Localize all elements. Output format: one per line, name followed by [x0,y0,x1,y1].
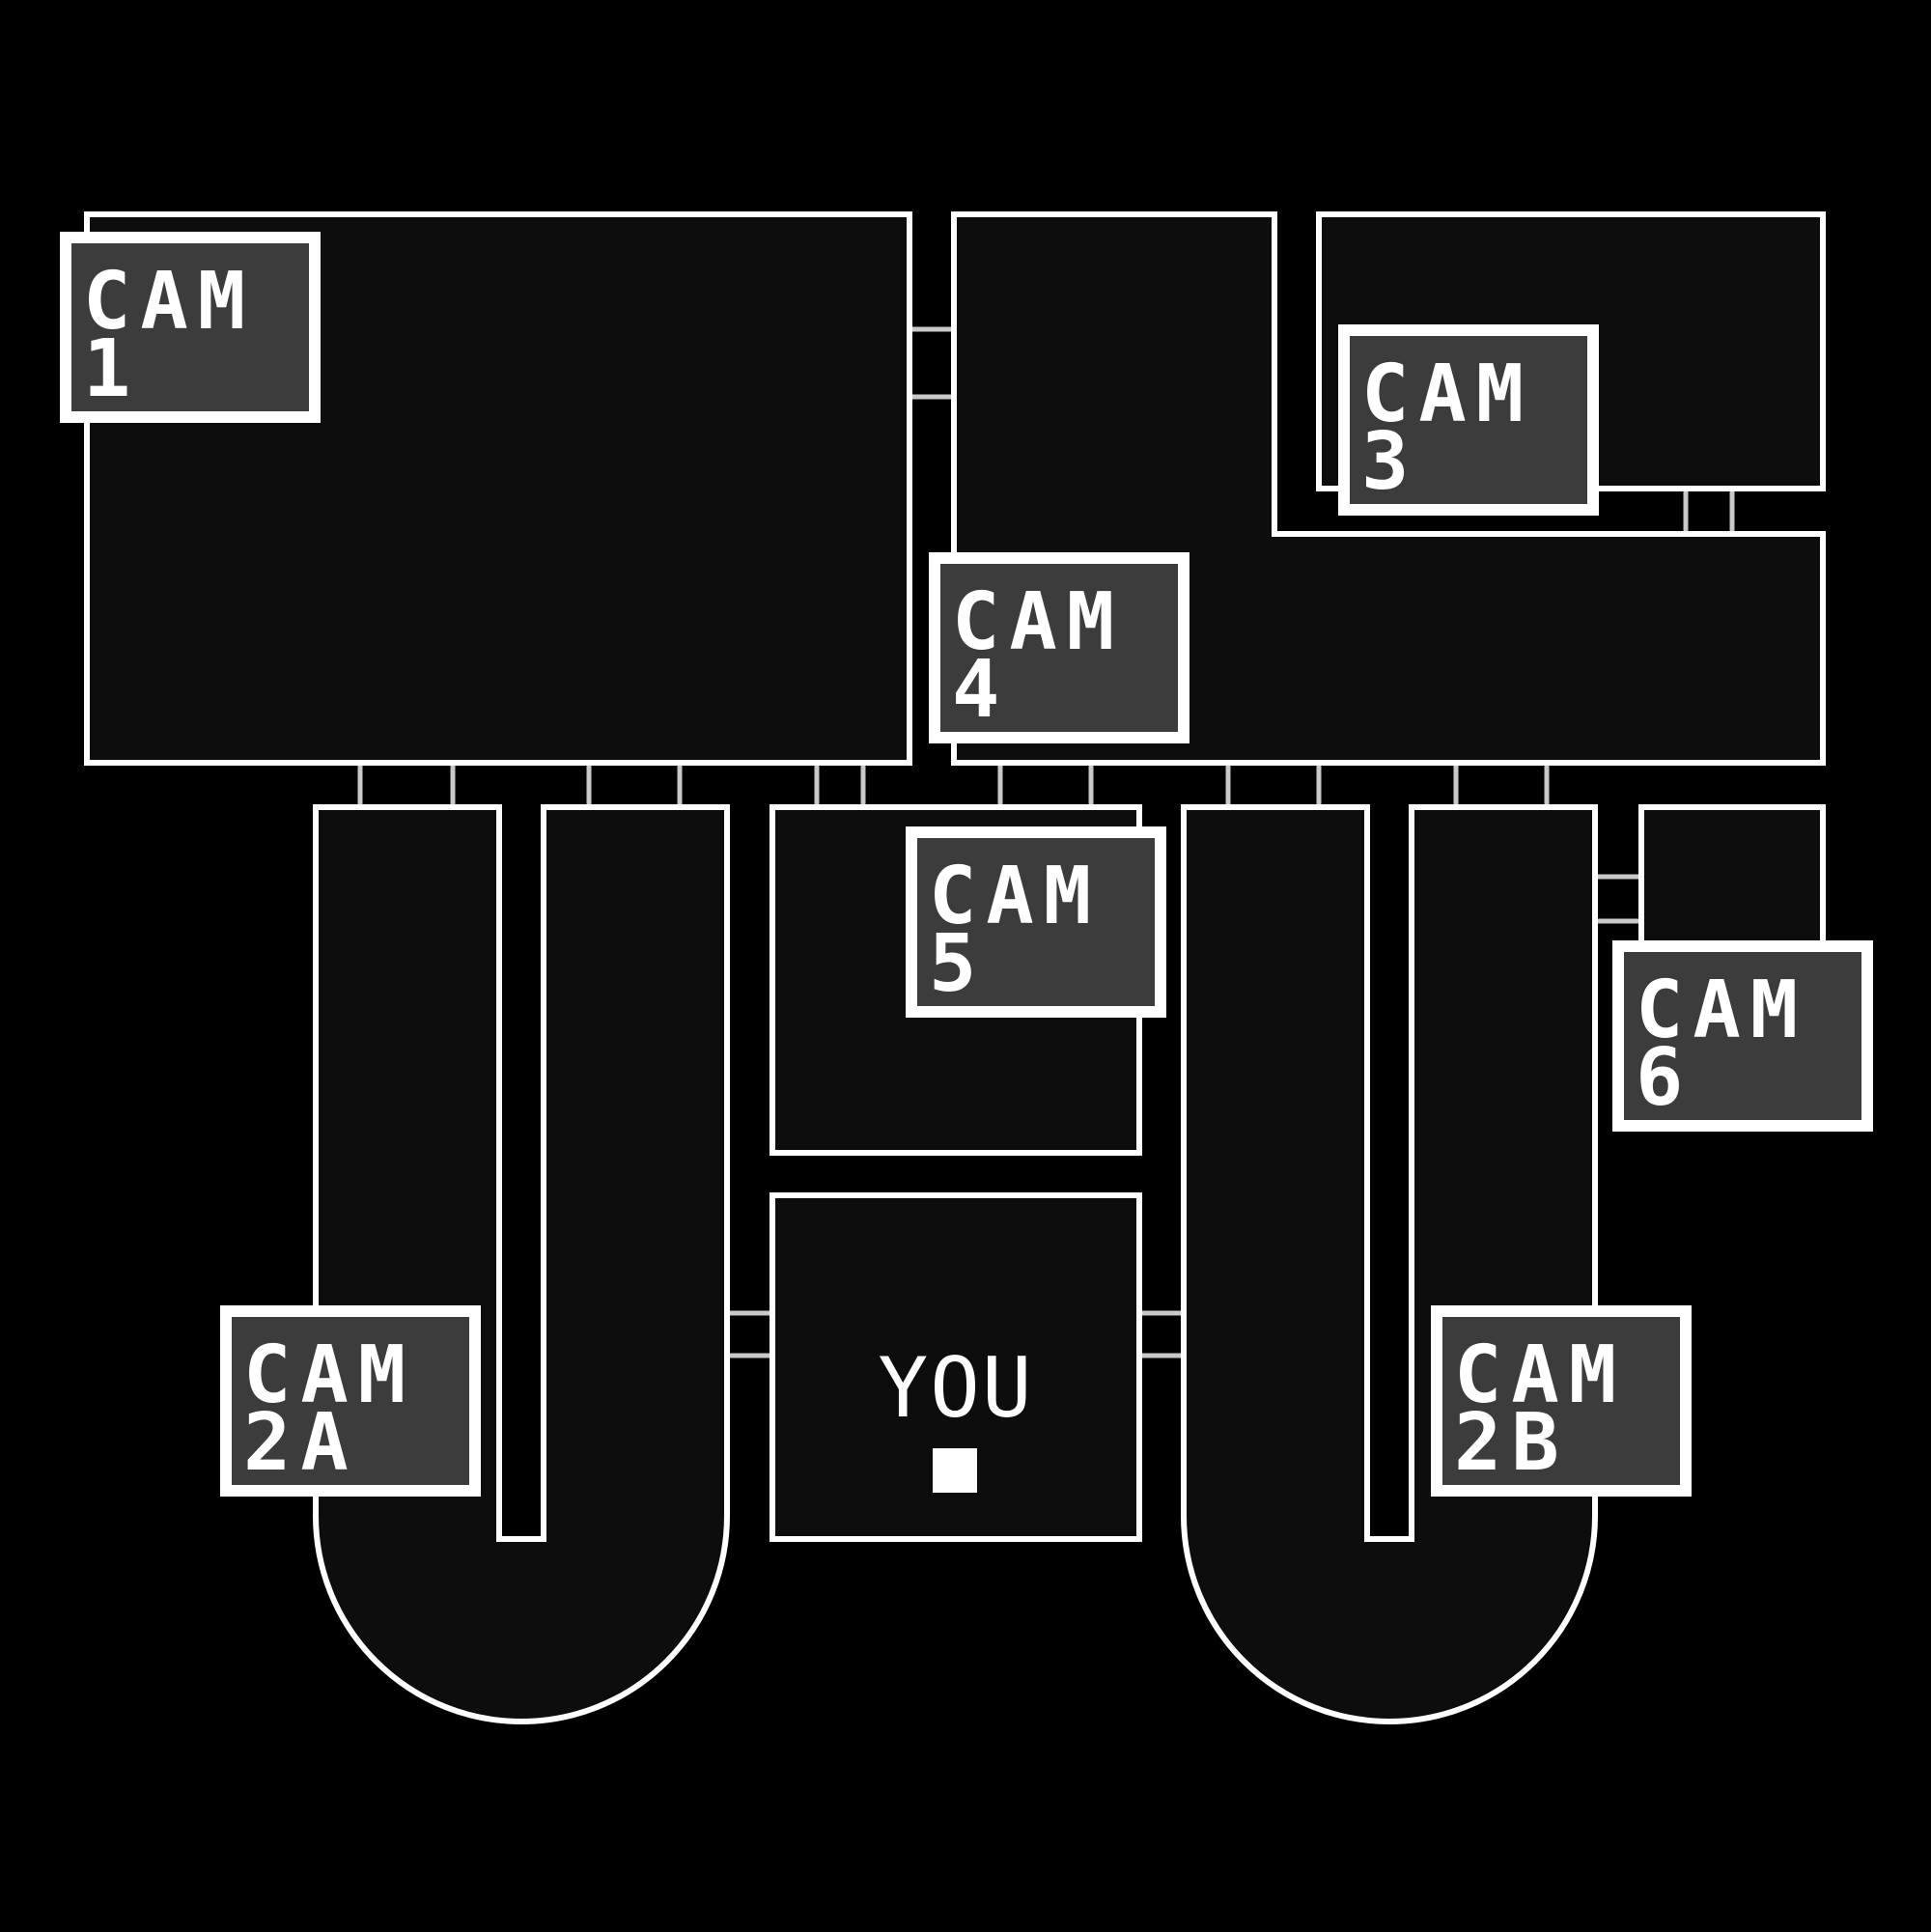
office: YOU [878,1340,1033,1493]
hallway-2b [1181,804,1598,1724]
cam-5-box[interactable] [906,826,1166,1018]
camera-button-cam-4[interactable]: CAM 4 [929,552,1189,743]
hallway-2a [313,804,730,1724]
camera-button-cam-2b[interactable]: CAM 2B [1431,1305,1692,1497]
cam-3-box[interactable] [1338,324,1599,516]
camera-button-cam-1[interactable]: CAM 1 [60,232,321,423]
door-connectors [357,326,1735,1358]
camera-button-cam-2a[interactable]: CAM 2A [220,1305,481,1497]
player-marker [933,1448,977,1493]
cam-2a-box[interactable] [220,1305,481,1497]
cam-6-box[interactable] [1612,940,1873,1132]
camera-button-cam-5[interactable]: CAM 5 [906,826,1166,1018]
office-label: YOU [878,1340,1033,1437]
camera-button-cam-3[interactable]: CAM 3 [1338,324,1599,516]
cam-2b-box[interactable] [1431,1305,1692,1497]
cam-1-box[interactable] [60,232,321,423]
room-cam-1 [84,211,912,766]
cam-4-box[interactable] [929,552,1189,743]
camera-button-cam-6[interactable]: CAM 6 [1612,940,1873,1132]
